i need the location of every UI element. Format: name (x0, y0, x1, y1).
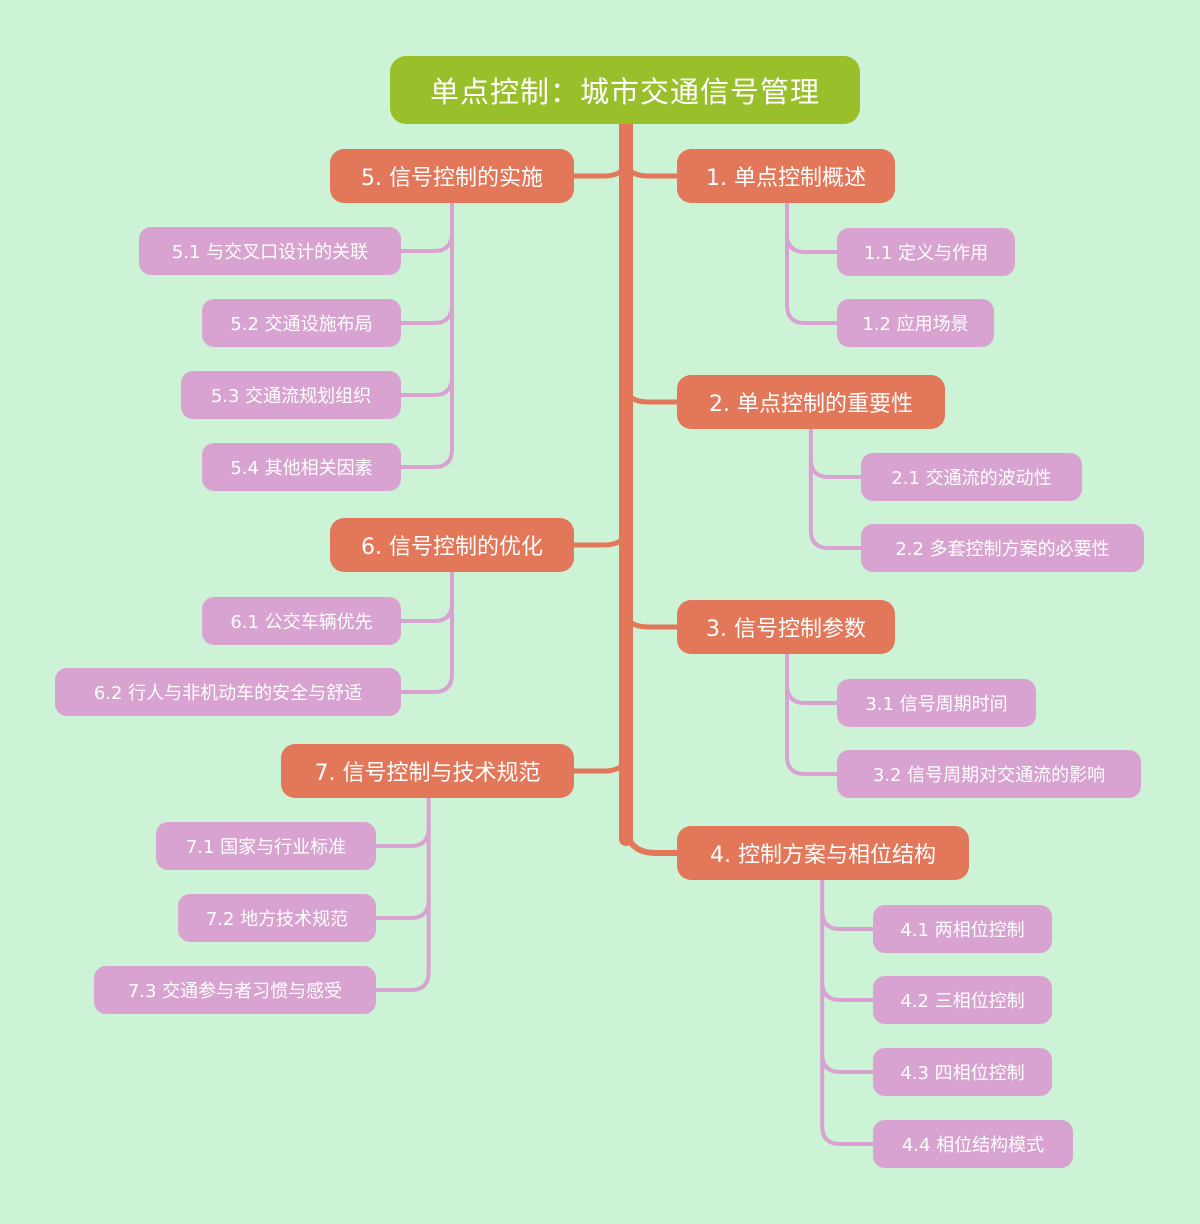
connector (397, 303, 454, 325)
connector (820, 1052, 877, 1074)
branch-2-importance[interactable]: 2. 单点控制的重要性 (677, 375, 945, 429)
connector (397, 231, 454, 253)
branch-6-optimization[interactable]: 6. 信号控制的优化 (330, 518, 574, 572)
connector (785, 232, 841, 254)
branch-4-phase-structure[interactable]: 4. 控制方案与相位结构 (677, 826, 969, 880)
connector (623, 612, 682, 630)
subtopic-4-2[interactable]: 4.2 三相位控制 (873, 976, 1052, 1024)
connector (397, 447, 454, 469)
subtopic-6-2[interactable]: 6.2 行人与非机动车的安全与舒适 (55, 668, 401, 716)
branch-1-overview[interactable]: 1. 单点控制概述 (677, 149, 895, 203)
connector (820, 980, 877, 1002)
connector (820, 1124, 877, 1146)
connector (569, 756, 629, 774)
subtopic-4-4[interactable]: 4.4 相位结构模式 (873, 1120, 1073, 1168)
connector (397, 375, 454, 397)
subtopic-3-1[interactable]: 3.1 信号周期时间 (837, 679, 1036, 727)
subtopic-3-2[interactable]: 3.2 信号周期对交通流的影响 (837, 750, 1141, 798)
subtopic-2-1[interactable]: 2.1 交通流的波动性 (861, 453, 1082, 501)
subtopic-4-1[interactable]: 4.1 两相位控制 (873, 905, 1052, 953)
connector (569, 530, 629, 548)
subtopic-5-4[interactable]: 5.4 其他相关因素 (202, 443, 401, 491)
connector (820, 909, 877, 931)
connector (623, 387, 682, 405)
subtopic-7-1[interactable]: 7.1 国家与行业标准 (156, 822, 376, 870)
connector (623, 820, 682, 856)
branch-7-standards[interactable]: 7. 信号控制与技术规范 (281, 744, 574, 798)
connector (372, 970, 431, 992)
connector (397, 672, 454, 694)
connector (785, 303, 841, 325)
subtopic-7-3[interactable]: 7.3 交通参与者习惯与感受 (94, 966, 376, 1014)
connector (372, 826, 431, 848)
connector (623, 161, 682, 179)
connector (808, 457, 865, 479)
subtopic-4-3[interactable]: 4.3 四相位控制 (873, 1048, 1052, 1096)
branch-3-parameters[interactable]: 3. 信号控制参数 (677, 600, 895, 654)
subtopic-5-3[interactable]: 5.3 交通流规划组织 (181, 371, 401, 419)
branch-5-implementation[interactable]: 5. 信号控制的实施 (330, 149, 574, 203)
subtopic-7-2[interactable]: 7.2 地方技术规范 (178, 894, 376, 942)
connector (785, 754, 841, 776)
connector (785, 683, 841, 705)
subtopic-1-2[interactable]: 1.2 应用场景 (837, 299, 994, 347)
subtopic-5-2[interactable]: 5.2 交通设施布局 (202, 299, 401, 347)
connector (372, 898, 431, 920)
subtopic-6-1[interactable]: 6.1 公交车辆优先 (202, 597, 401, 645)
root-topic[interactable]: 单点控制：城市交通信号管理 (390, 56, 860, 124)
subtopic-5-1[interactable]: 5.1 与交叉口设计的关联 (139, 227, 401, 275)
connector (397, 601, 454, 623)
subtopic-1-1[interactable]: 1.1 定义与作用 (837, 228, 1015, 276)
connector (569, 161, 629, 179)
connector (808, 528, 865, 550)
subtopic-2-2[interactable]: 2.2 多套控制方案的必要性 (861, 524, 1144, 572)
